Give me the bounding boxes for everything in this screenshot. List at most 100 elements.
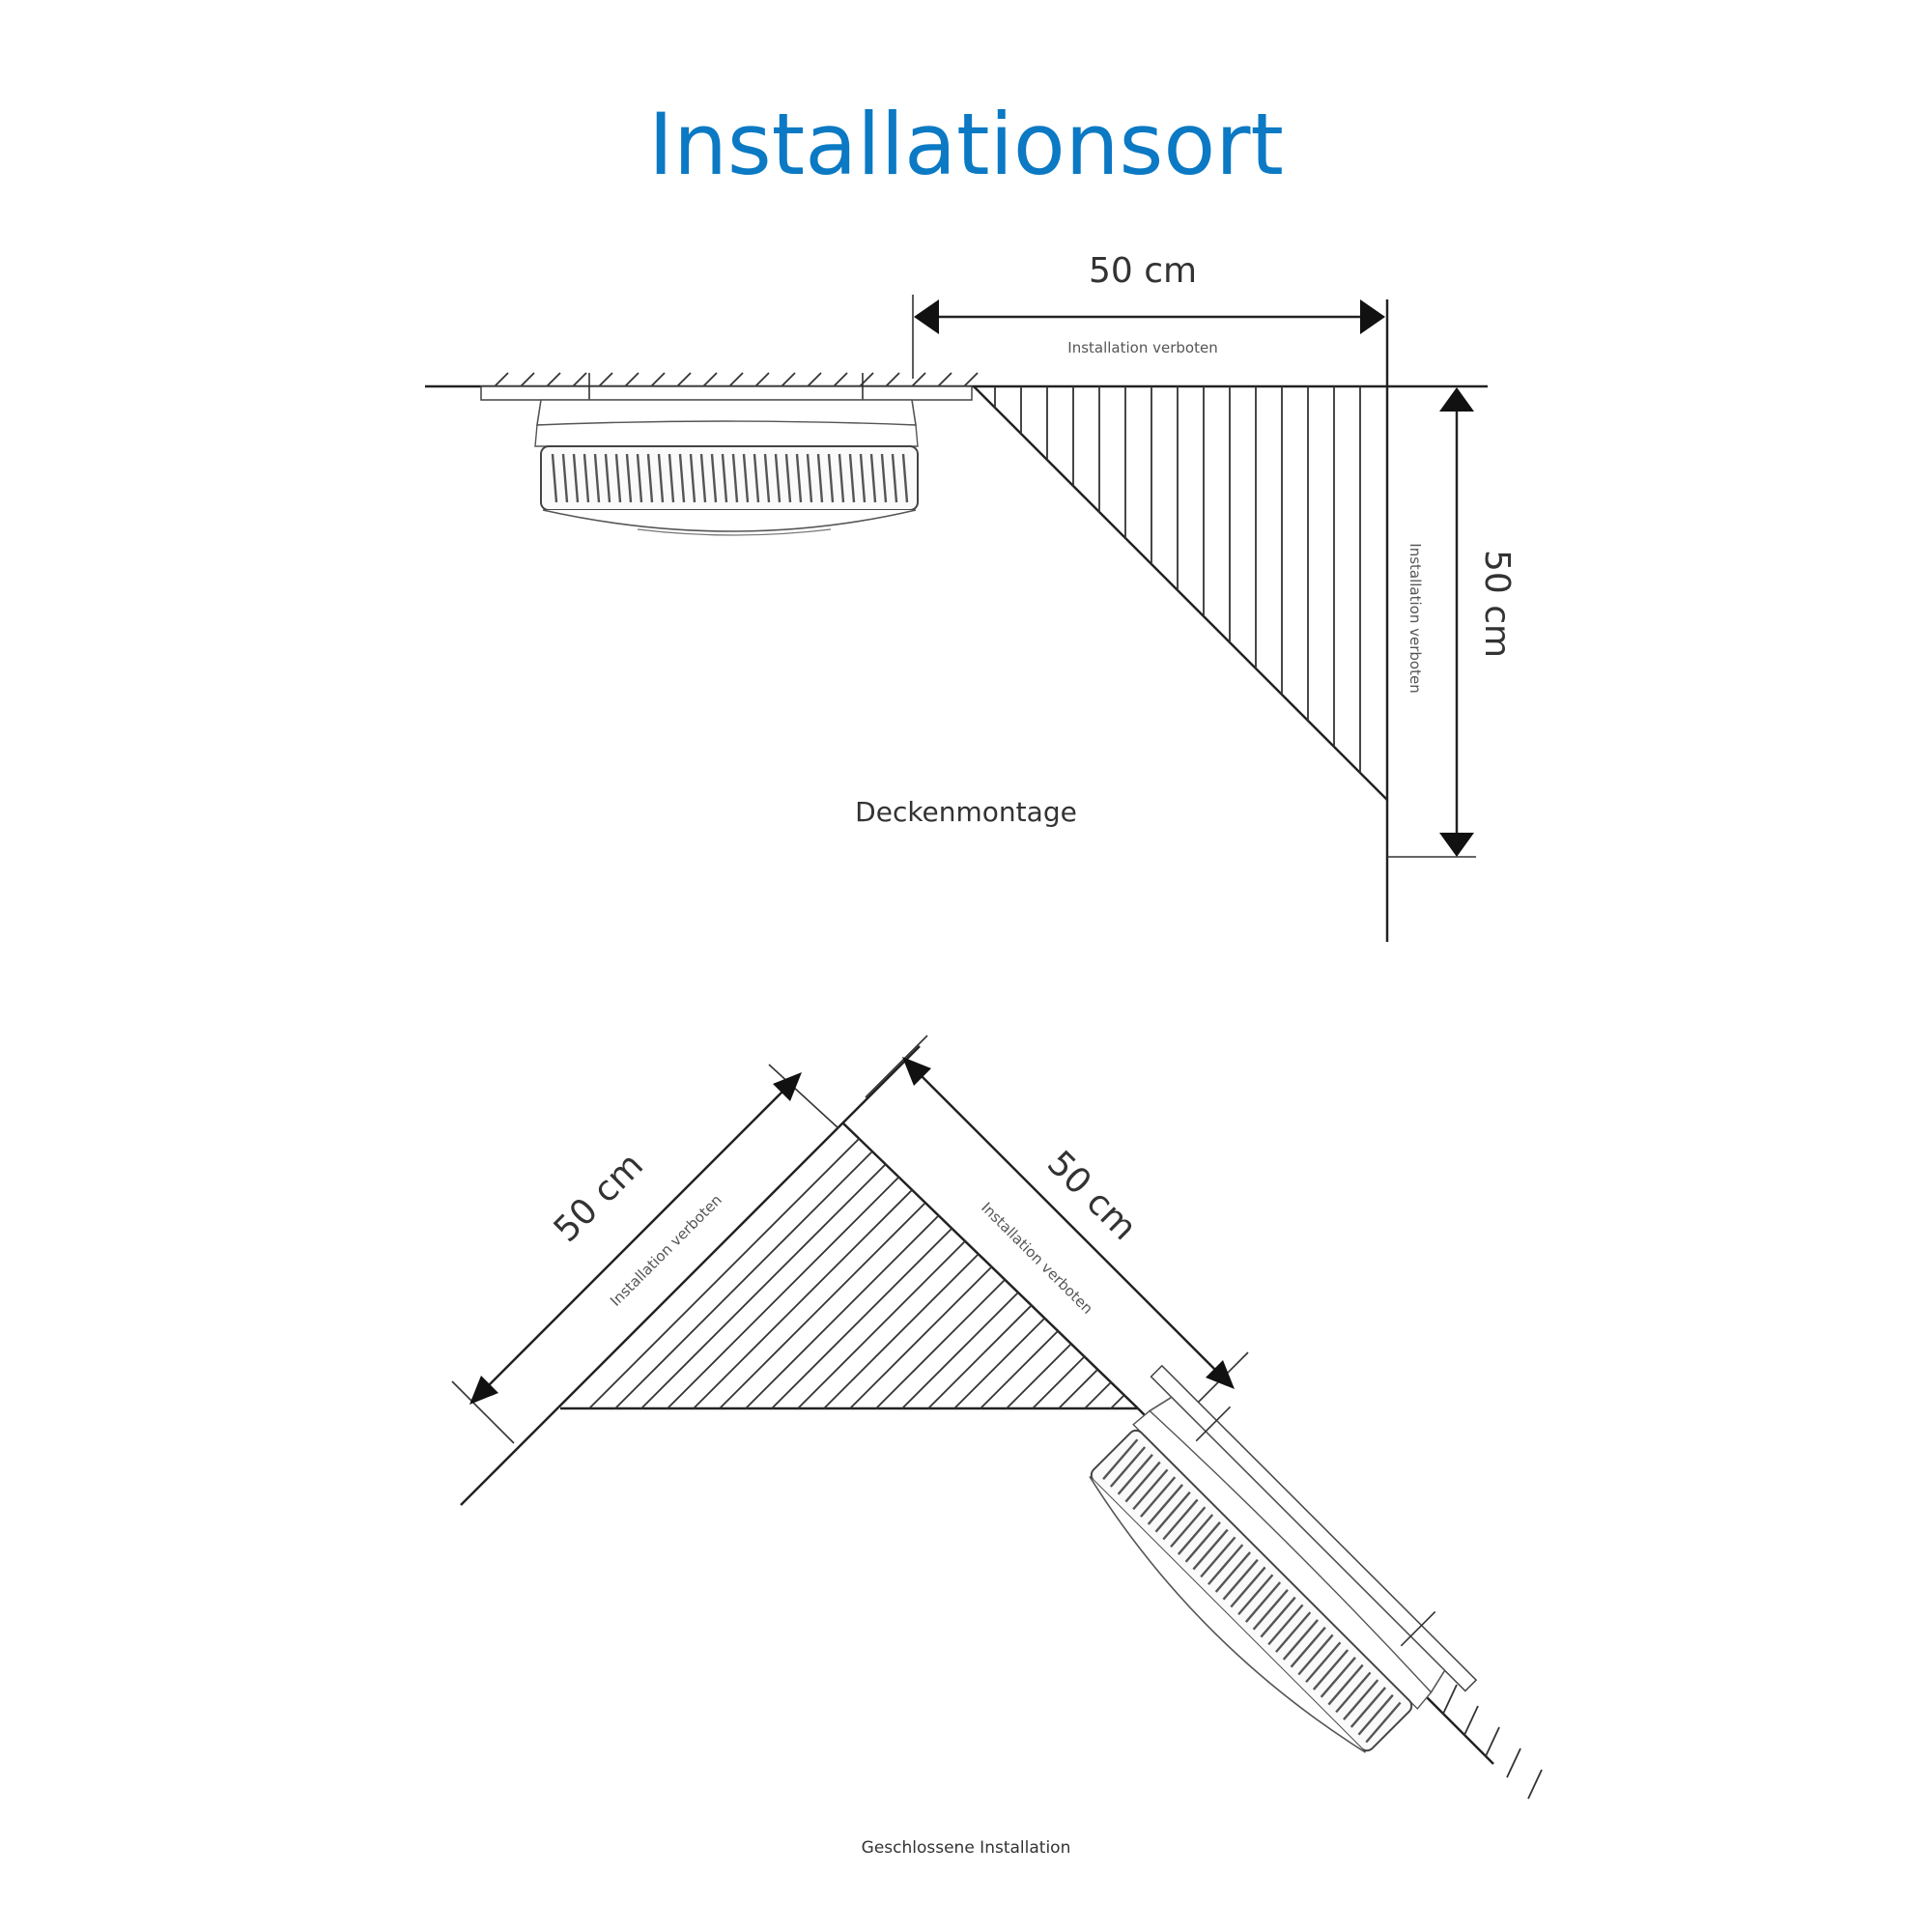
vent-slot [636,453,643,503]
vent-slot [838,453,845,503]
vent-slot [582,453,590,503]
prohibited-hatch-stroke [953,1317,1046,1409]
prohibited-label-horizontal: Installation verboten [1067,339,1217,356]
prohibited-hatch-stroke [693,1189,913,1409]
dimension-label-left: 50 cm [547,1146,651,1250]
vent-slot [699,453,707,503]
smoke-detector-corner [1089,1364,1478,1753]
ceiling-diagram: 50 cm Installation verboten 50 cm Instal… [425,251,1517,942]
vent-slot [668,453,675,503]
dimension-label-vertical: 50 cm [1477,550,1517,658]
vent-slot [1177,1514,1214,1555]
vent-slot [561,453,569,503]
prohibited-label-vertical: Installation verboten [1406,543,1424,693]
vent-slot [551,453,558,503]
detector-vents-corner [1102,1438,1402,1744]
prohibited-hatch-stroke [1032,1355,1086,1409]
vent-slot [1162,1498,1199,1541]
vent-slot [1102,1438,1139,1481]
vent-slot [742,453,750,503]
vent-slot [646,453,654,503]
vent-slot [625,453,633,503]
vent-slot [657,453,665,503]
prohibited-hatch-stroke [745,1214,940,1409]
vent-slot [784,453,792,503]
wall-hatch-stroke [1463,1705,1479,1736]
vent-slot [1208,1544,1244,1585]
prohibited-hatch-stroke [588,1138,860,1409]
detector-vents [551,453,909,503]
vent-slot [1109,1446,1147,1488]
vent-slot [572,453,580,503]
prohibited-hatch-stroke [797,1240,966,1409]
caption-corner: Geschlossene Installation [862,1838,1071,1858]
prohibited-zone-corner [588,1138,1125,1409]
mounting-plate [480,385,973,401]
dimension-vertical [1387,387,1476,858]
wall-hatch-stroke [1527,1769,1543,1800]
vent-slot [1335,1671,1372,1714]
vent-slot [1237,1574,1274,1616]
vent-slot [678,453,686,503]
vent-slot [1244,1581,1282,1623]
vent-slot [1252,1589,1289,1631]
wall-hatch-stroke [1442,1684,1458,1715]
prohibited-hatch-stroke [901,1292,1019,1409]
page-title: Installationsort [648,95,1284,194]
vent-slot [763,453,771,503]
vent-slot [1260,1596,1296,1638]
prohibited-hatch-stroke [640,1163,887,1409]
vent-slot [710,453,718,503]
corner-right-edge [841,1122,1139,1409]
vent-slot [795,453,803,503]
vent-slot [604,453,611,503]
vent-slot [1170,1506,1207,1548]
vent-slot [827,453,835,503]
prohibited-label-right: Installation verboten [978,1199,1096,1318]
vent-slot [1140,1476,1177,1518]
vent-slot [1350,1687,1386,1728]
prohibited-hatch-stroke [771,1228,952,1409]
vent-slot [1312,1649,1350,1690]
prohibited-hatch-stroke [667,1176,900,1409]
vent-slot [1357,1693,1394,1736]
wall-hatch-stroke [1485,1726,1500,1757]
vent-slot [774,453,781,503]
prohibited-hatch-stroke [1084,1381,1112,1409]
vent-slot [869,453,877,503]
dimension-label-horizontal: 50 cm [1089,251,1197,291]
vent-slot [1117,1454,1153,1495]
corner-diagram: 50 cm Installation verboten 50 cm Instal… [451,1035,1543,1858]
wall-hatch-stroke [1506,1747,1521,1778]
vent-slot [753,453,760,503]
caption-ceiling: Deckenmontage [855,796,1077,828]
vent-slot [1124,1461,1161,1503]
vent-slot [1305,1641,1342,1684]
prohibited-zone-ceiling [973,385,1388,801]
vent-slot [1297,1634,1334,1676]
vent-slot [1184,1521,1221,1563]
prohibited-hatch-stroke [823,1253,980,1409]
vent-slot [1192,1528,1229,1571]
vent-slot [1154,1491,1191,1533]
dimension-label-right: 50 cm [1039,1144,1144,1248]
prohibited-hatch-stroke [1110,1394,1125,1409]
vent-slot [721,453,728,503]
vent-slot [806,453,813,503]
vent-slot [1282,1619,1319,1661]
smoke-detector-ceiling [534,399,919,536]
prohibited-hatch-stroke [980,1330,1059,1409]
vent-slot [1343,1679,1379,1720]
vent-slot [1365,1701,1402,1744]
prohibited-hatch-stroke [849,1265,993,1409]
vent-slot [593,453,601,503]
dimension-left [451,1064,839,1444]
vent-slot [816,453,824,503]
dimension-horizontal [912,295,1385,379]
vent-slot [891,453,898,503]
vent-slot [1267,1604,1304,1646]
vent-slot [1290,1626,1326,1668]
vent-slot [1132,1468,1169,1511]
vent-slot [1147,1484,1183,1525]
